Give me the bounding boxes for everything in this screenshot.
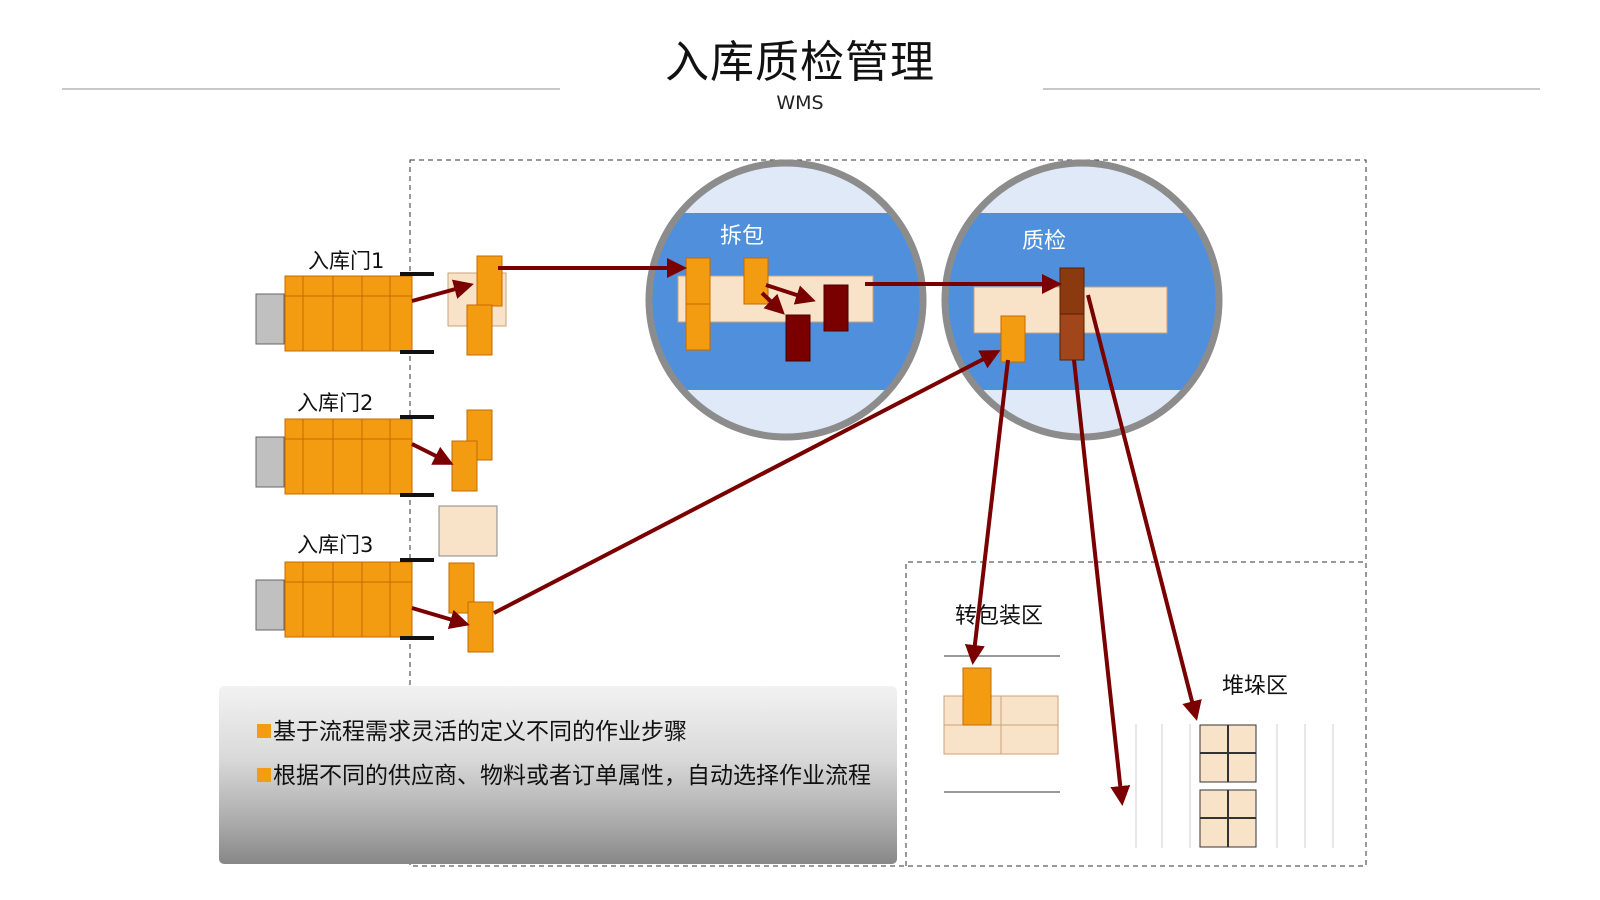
title-rule-right — [1043, 88, 1540, 90]
zone-label-stacking: 堆垛区 — [1222, 674, 1288, 699]
warehouse-boundary — [409, 159, 1367, 867]
zone-label-repack: 转包装区 — [955, 604, 1043, 629]
staging-box — [451, 440, 478, 492]
arrow-unpack-split-1 — [765, 283, 816, 305]
title-rule-left — [62, 88, 560, 90]
info-box: 基于流程需求灵活的定义不同的作业步骤 根据不同的供应商、物料或者订单属性，自动选… — [219, 686, 897, 864]
station-label-unpack: 拆包 — [720, 224, 764, 249]
unpack-station — [645, 159, 927, 441]
truck-1 — [255, 272, 434, 354]
arrow-qc-to-stack-1 — [1072, 359, 1131, 806]
orange-square-icon — [257, 768, 271, 782]
qc-station — [941, 159, 1223, 441]
bullet-text-2: 根据不同的供应商、物料或者订单属性，自动选择作业流程 — [273, 763, 871, 789]
page-subtitle: WMS — [776, 92, 824, 114]
staging-box — [476, 255, 503, 307]
arrow-truck3-to-staging — [411, 606, 470, 630]
stack-pallet-1 — [1199, 724, 1257, 783]
staging-box — [466, 304, 493, 356]
bullet-item: 根据不同的供应商、物料或者订单属性，自动选择作业流程 — [257, 760, 877, 792]
stacking-lanes — [1135, 724, 1334, 848]
bullet-item: 基于流程需求灵活的定义不同的作业步骤 — [257, 716, 877, 748]
bullet-text-1: 基于流程需求灵活的定义不同的作业步骤 — [273, 719, 687, 745]
door-label-2: 入库门2 — [297, 391, 373, 415]
door-label-3: 入库门3 — [297, 533, 373, 557]
arrow-qc-to-stack-2 — [1086, 294, 1202, 721]
station-label-qc: 质检 — [1022, 229, 1066, 254]
arrow-qc-to-repack — [964, 359, 1010, 665]
zone-boundary — [905, 561, 1366, 866]
page-title: 入库质检管理 — [665, 37, 935, 88]
truck-2 — [255, 415, 434, 497]
stack-pallet-2 — [1199, 789, 1257, 848]
arrow-door3-to-qc — [493, 350, 1001, 615]
staging-box — [467, 601, 494, 653]
arrow-truck1-to-staging — [411, 279, 474, 303]
orange-square-icon — [257, 724, 271, 738]
flow-arrows — [411, 258, 1202, 806]
arrow-unpack-split-2 — [760, 291, 785, 315]
repack-box — [962, 667, 992, 726]
door-label-1: 入库门1 — [308, 249, 384, 273]
arrow-truck2-to-staging — [411, 442, 454, 465]
truck-3 — [255, 558, 434, 640]
empty-pallet — [438, 505, 498, 557]
